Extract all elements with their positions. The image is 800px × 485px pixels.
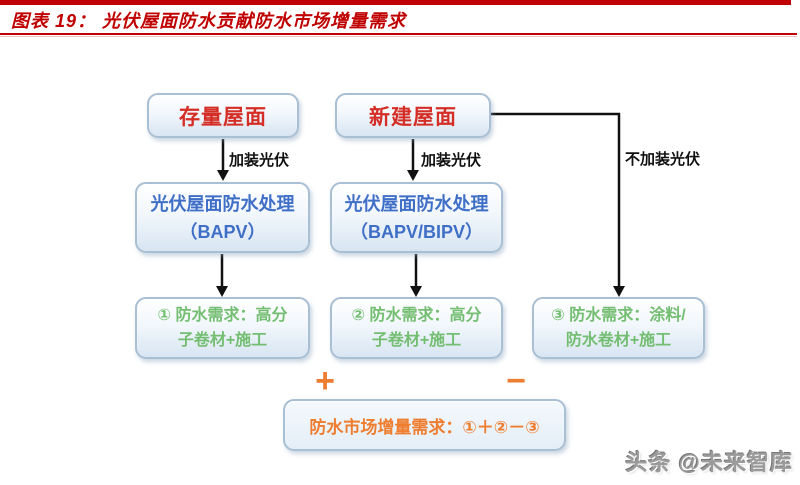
watermark: 头条 @未来智库 [625,450,793,475]
node-pv-waterproof-bapv-line2: （BAPV） [179,221,266,242]
node-pv-waterproof-bapv-bipv-line1: 光伏屋面防水处理 [344,193,489,214]
node-demand-3-line1: ③ 防水需求：涂料/ [551,307,686,324]
edge-label-install-pv-left: 加装光伏 [229,152,290,169]
edge-label-no-install-pv: 不加装光伏 [625,151,701,168]
title-underline [0,33,797,35]
node-new-roof: 新建屋面 [335,93,491,138]
node-demand-3: ③ 防水需求：涂料/ 防水卷材+施工 [532,297,705,359]
plus-operator: + [315,362,335,400]
node-demand-2: ② 防水需求：高分 子卷材+施工 [330,297,503,359]
arrowhead-right-icon [613,286,625,297]
arrowhead-mid-1-icon [407,170,419,181]
minus-operator: − [506,362,526,400]
node-pv-waterproof-bapv-bipv-line2: （BAPV/BIPV） [349,221,484,242]
edge-label-install-pv-mid: 加装光伏 [421,152,482,169]
arrowhead-mid-2-icon [410,286,422,297]
node-existing-roof-label: 存量屋面 [179,105,267,129]
node-demand-2-line2: 子卷材+施工 [371,332,462,349]
top-accent-bar [0,0,791,5]
node-summary-label: 防水市场增量需求：①＋②－③ [309,417,540,437]
node-demand-1: ① 防水需求：高分 子卷材+施工 [135,297,310,359]
node-summary: 防水市场增量需求：①＋②－③ [283,399,566,451]
arrowhead-left-2-icon [216,286,228,297]
node-demand-1-line1: ① 防水需求：高分 [157,307,288,324]
node-new-roof-label: 新建屋面 [369,105,457,129]
node-demand-2-line1: ② 防水需求：高分 [351,307,482,324]
node-pv-waterproof-bapv: 光伏屋面防水处理 （BAPV） [135,182,310,253]
node-demand-1-line2: 子卷材+施工 [177,332,268,349]
node-pv-waterproof-bapv-bipv: 光伏屋面防水处理 （BAPV/BIPV） [330,182,503,253]
figure-title: 图表 19： 光伏屋面防水贡献防水市场增量需求 [11,11,407,31]
node-pv-waterproof-bapv-line1: 光伏屋面防水处理 [150,193,295,214]
node-demand-3-line2: 防水卷材+施工 [565,332,672,349]
node-existing-roof: 存量屋面 [147,93,299,138]
title-underline-light [0,36,797,37]
elbow-connector-right-icon [491,112,621,287]
arrowhead-left-1-icon [217,170,229,181]
